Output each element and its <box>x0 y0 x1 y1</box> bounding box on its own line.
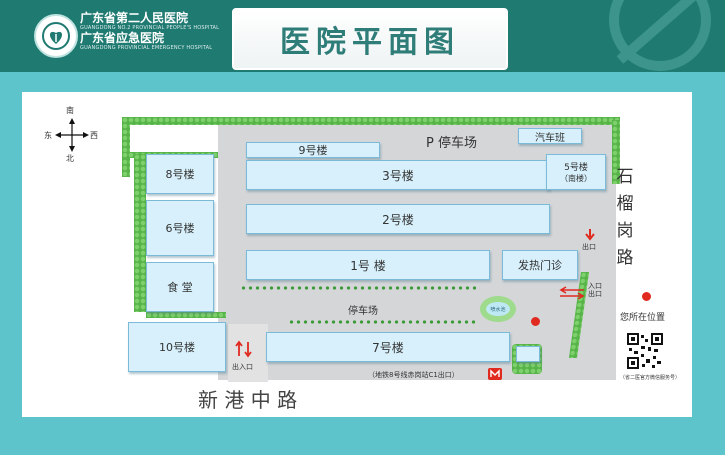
building-6: 6号楼 <box>146 200 214 256</box>
compass-south-label: 南 <box>66 106 74 115</box>
building-10: 10号楼 <box>128 322 226 372</box>
building-2: 2号楼 <box>246 204 550 234</box>
fever-clinic: 发热门诊 <box>502 250 578 280</box>
building-9-label: 9号楼 <box>298 144 328 157</box>
building-2-label: 2号楼 <box>382 212 414 227</box>
compass-cross-icon <box>55 118 89 152</box>
tree-row-1 <box>240 286 480 290</box>
exit-label-north: 出口 <box>582 243 596 251</box>
road-east-char-1: 石 <box>616 167 634 187</box>
building-5-sublabel: （南楼） <box>560 174 592 183</box>
compass-rose: 南 北 东 西 <box>44 106 98 163</box>
building-8-label: 8号楼 <box>165 168 195 181</box>
canteen: 食 堂 <box>146 262 214 312</box>
building-3-label: 3号楼 <box>382 168 414 183</box>
entrance-arrows-icon <box>559 286 585 300</box>
canteen-label: 食 堂 <box>167 281 193 294</box>
main-entrance-arrows-icon <box>235 340 252 358</box>
building-1: 1号 楼 <box>246 250 490 280</box>
road-east-char-4: 路 <box>616 248 634 268</box>
building-1-label: 1号 楼 <box>350 258 386 273</box>
building-6-label: 6号楼 <box>165 222 195 235</box>
road-east-label: 石 榴 岗 路 <box>614 164 636 272</box>
entrance-exit-label-east: 入口 出口 <box>588 282 602 298</box>
main-entrance-label: 出入口 <box>232 363 253 371</box>
bus-station-label: 汽车班 <box>535 132 565 144</box>
building-10-label: 10号楼 <box>159 341 195 354</box>
building-3: 3号楼 <box>246 160 550 190</box>
hedge-northeast <box>612 120 620 184</box>
exit-arrow-icon <box>585 229 595 241</box>
metro-note: （地铁8号线赤岗站C1出口） <box>368 371 459 379</box>
qr-caption: （省二医官方微信服务号） <box>620 375 681 381</box>
hedge-west-top <box>122 117 130 177</box>
header-bar: 广东省第二人民医院 GUANGDONG NO.2 PROVINCIAL PEOP… <box>0 0 725 72</box>
page-title: 医院平面图 <box>232 8 508 70</box>
building-8: 8号楼 <box>146 154 214 194</box>
entrance-label: 入口 <box>588 282 602 290</box>
map-area: 南 北 东 西 9号楼 3号楼 2号楼 1号 楼 发热门诊 汽车班 5号楼 （南… <box>22 92 692 417</box>
exit-label-east: 出口 <box>588 290 602 298</box>
fever-clinic-label: 发热门诊 <box>518 259 562 272</box>
building-5: 5号楼 （南楼） <box>546 154 606 190</box>
hedge-north <box>122 117 620 125</box>
metro-logo-icon <box>488 368 502 380</box>
logo-name-2: 广东省应急医院 <box>80 31 165 45</box>
building-7: 7号楼 <box>266 332 510 362</box>
qr-code-icon <box>626 332 664 370</box>
bus-station: 汽车班 <box>518 128 582 144</box>
logo-name-1: 广东省第二人民医院 <box>80 11 189 25</box>
road-east-char-3: 岗 <box>616 221 634 241</box>
hospital-logo-text: 广东省第二人民医院 GUANGDONG NO.2 PROVINCIAL PEOP… <box>80 12 219 52</box>
hedge-west <box>134 154 146 312</box>
fountain-label: 喷水池 <box>486 302 510 316</box>
building-7-label: 7号楼 <box>372 340 404 355</box>
hospital-logo-icon <box>34 14 78 58</box>
road-south-label: 新 港 中 路 <box>198 388 298 412</box>
logo-english-2: GUANGDONG PROVINCIAL EMERGENCY HOSPITAL <box>80 45 213 51</box>
compass-west-label: 西 <box>90 131 98 140</box>
building-9: 9号楼 <box>246 142 380 158</box>
hedge-canteen <box>146 312 226 318</box>
parking-p-label: P 停车场 <box>426 136 477 151</box>
compass-east-label: 东 <box>44 131 52 140</box>
building-5-label: 5号楼 <box>564 163 588 173</box>
legend-you-are-here-dot-icon <box>642 292 651 301</box>
small-building <box>516 346 540 362</box>
road-east-char-2: 榴 <box>616 194 634 214</box>
compass-north-label: 北 <box>66 154 74 163</box>
logo-english-1: GUANGDONG NO.2 PROVINCIAL PEOPLE'S HOSPI… <box>80 25 220 31</box>
parking-label: 停车场 <box>348 306 378 317</box>
decorative-logo-watermark-icon <box>609 0 711 71</box>
fountain: 喷水池 <box>480 296 516 322</box>
tree-row-2 <box>288 320 478 324</box>
you-are-here-label: 您所在位置 <box>620 313 666 323</box>
you-are-here-marker-icon <box>531 317 540 326</box>
